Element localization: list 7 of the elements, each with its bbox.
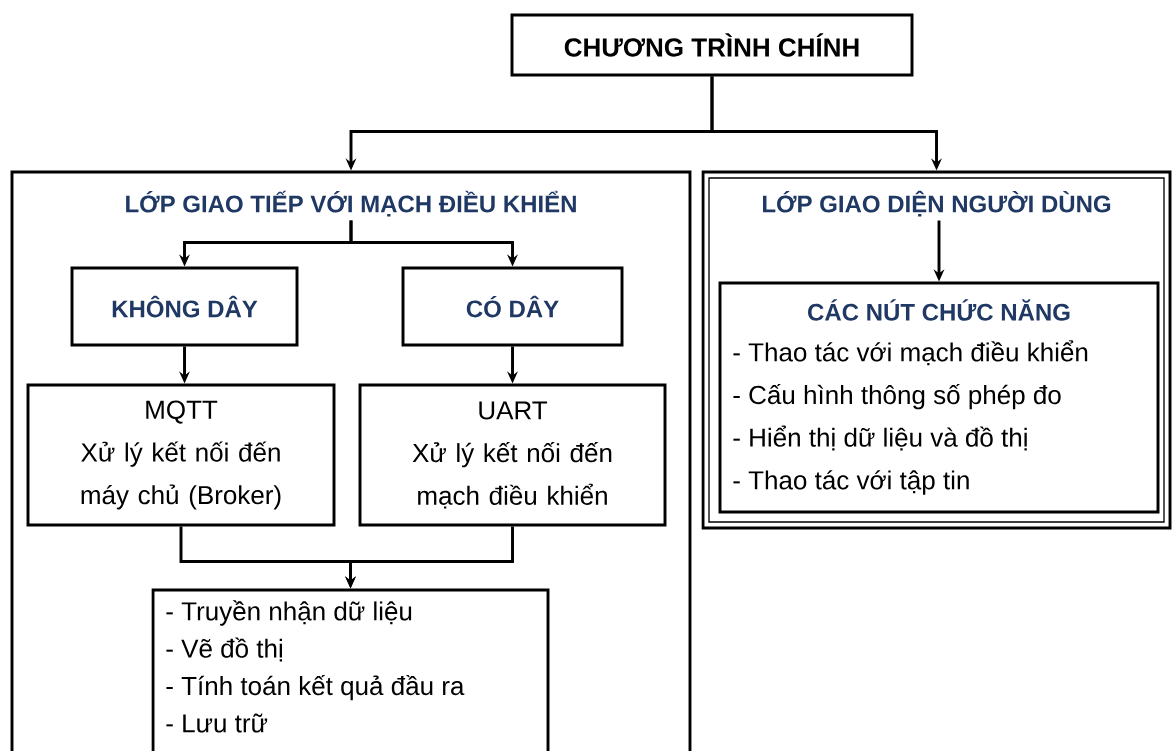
- category-box: KHÔNG DÂY: [70, 266, 299, 347]
- title-box: CHƯƠNG TRÌNH CHÍNH: [510, 13, 914, 77]
- function-box: CÁC NÚT CHỨC NĂNG - Thao tác với mạch điều khiển - Cấu hình thông số phép đo - Hiển thị dữ liệu và đồ thị - Thao tác với tập tin: [718, 281, 1160, 514]
- task-list-box: - Truyền nhận dữ liệu - Vẽ đồ thị - Tính toán kết quả đầu ra - Lưu trữ: [151, 588, 550, 751]
- process-box: MQTT Xử lý kết nối đến máy chủ (Broker): [26, 383, 336, 527]
- process-box: UART Xử lý kết nối đến mạch điều khiển: [358, 383, 667, 527]
- category-box: CÓ DÂY: [401, 266, 624, 347]
